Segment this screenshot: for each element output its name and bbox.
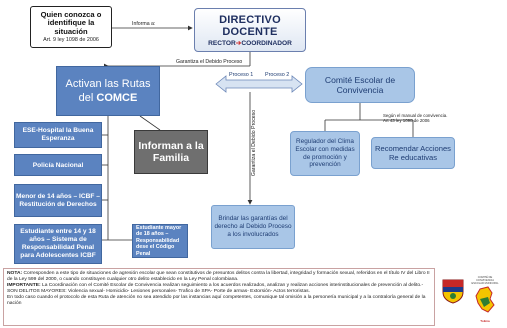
directivo-sub-left: RECTOR bbox=[208, 39, 236, 47]
directivo-sub: RECTOR➔COORDINADOR bbox=[208, 39, 292, 47]
note-final: En todo caso cuando el protocolo de esta… bbox=[7, 294, 426, 306]
directivo-sub-right: COORDINADOR bbox=[241, 39, 292, 47]
comite-text: Comité Escolar de Convivencia bbox=[324, 74, 396, 96]
quien-title: Quien conozca o identifique la situación bbox=[40, 9, 102, 36]
rutas-line2-bold: COMCE bbox=[96, 92, 138, 104]
logo-caption: COMITÉ DE CONVIVENCIA ESCOLAR MUNICIPAL bbox=[471, 276, 499, 285]
note-importante-text: La Coordinación con el Comité Escolar de… bbox=[7, 282, 424, 294]
rutas-line1: Activan las Rutas bbox=[65, 78, 151, 90]
rutas-line2-prefix: del bbox=[78, 92, 97, 104]
box-quien-conozca: Quien conozca o identifique la situación… bbox=[30, 6, 112, 48]
shield-logo bbox=[441, 278, 465, 304]
logo-label-tolima: Tolima bbox=[480, 319, 490, 323]
label-informa: Informa a: bbox=[132, 21, 156, 27]
box-estudiante-14-18: Estudiante entre 14 y 18 años – Sistema … bbox=[14, 224, 102, 264]
box-brindar-garantias: Brindar las garantías del derecho al Deb… bbox=[211, 205, 295, 249]
rutas-line2: del COMCE bbox=[79, 91, 138, 105]
arrow-right-icon: ➔ bbox=[235, 39, 242, 47]
box-informan-familia: Informan a la Familia bbox=[134, 130, 208, 174]
double-arrow-proceso bbox=[215, 75, 303, 93]
directivo-title: DIRECTIVO DOCENTE bbox=[219, 13, 281, 38]
box-recomendar-acciones: Recomendar Acciones Re educativas bbox=[371, 137, 455, 169]
note-nota-text: Corresponden a este tipo de situaciones … bbox=[7, 271, 430, 282]
label-proceso-2: Proceso 2 bbox=[265, 72, 290, 78]
label-garantiza-vertical: Garantiza el Debido Proceso bbox=[251, 109, 257, 177]
comite-logo: COMITÉ DE CONVIVENCIA ESCOLAR MUNICIPAL … bbox=[470, 276, 500, 323]
label-manual: Según el manual de convivencia. Art 43 l… bbox=[383, 113, 448, 124]
shield-logo-graphic bbox=[442, 279, 464, 304]
box-policia-nacional: Policía Nacional bbox=[14, 154, 102, 176]
note-nota-label: NOTA: bbox=[7, 271, 23, 276]
note-nota: NOTA: Corresponden a este tipo de situac… bbox=[7, 271, 431, 283]
label-garantiza-horizontal: Garantiza el Debido Proceso bbox=[176, 59, 243, 65]
note-importante: IMPORTANTE: La Coordinación con el Comit… bbox=[7, 283, 431, 295]
box-estudiante-mayor-18: Estudiante mayor de 18 años – Responsabi… bbox=[132, 224, 188, 258]
box-activan-rutas: Activan las Rutas del COMCE bbox=[56, 66, 160, 116]
line-rutas-informan bbox=[139, 115, 161, 131]
box-regulador-clima: Regulador del Clima Escolar con medidas … bbox=[290, 131, 360, 176]
quien-sub: Art. 9 ley 1098 de 2006 bbox=[43, 37, 99, 44]
box-comite-escolar: Comité Escolar de Convivencia bbox=[305, 67, 415, 103]
note-importante-label: IMPORTANTE: bbox=[7, 282, 41, 288]
box-ese-hospital: ESE-Hospital la Buena Esperanza bbox=[14, 122, 102, 148]
tolima-map-icon bbox=[475, 286, 495, 313]
box-menor-14: Menor de 14 años – ICBF –Restitución de … bbox=[14, 184, 102, 217]
label-proceso-1: Proceso 1 bbox=[229, 72, 254, 78]
box-directivo-docente: DIRECTIVO DOCENTE RECTOR➔COORDINADOR bbox=[194, 8, 306, 52]
note-panel: NOTA: Corresponden a este tipo de situac… bbox=[3, 268, 435, 326]
